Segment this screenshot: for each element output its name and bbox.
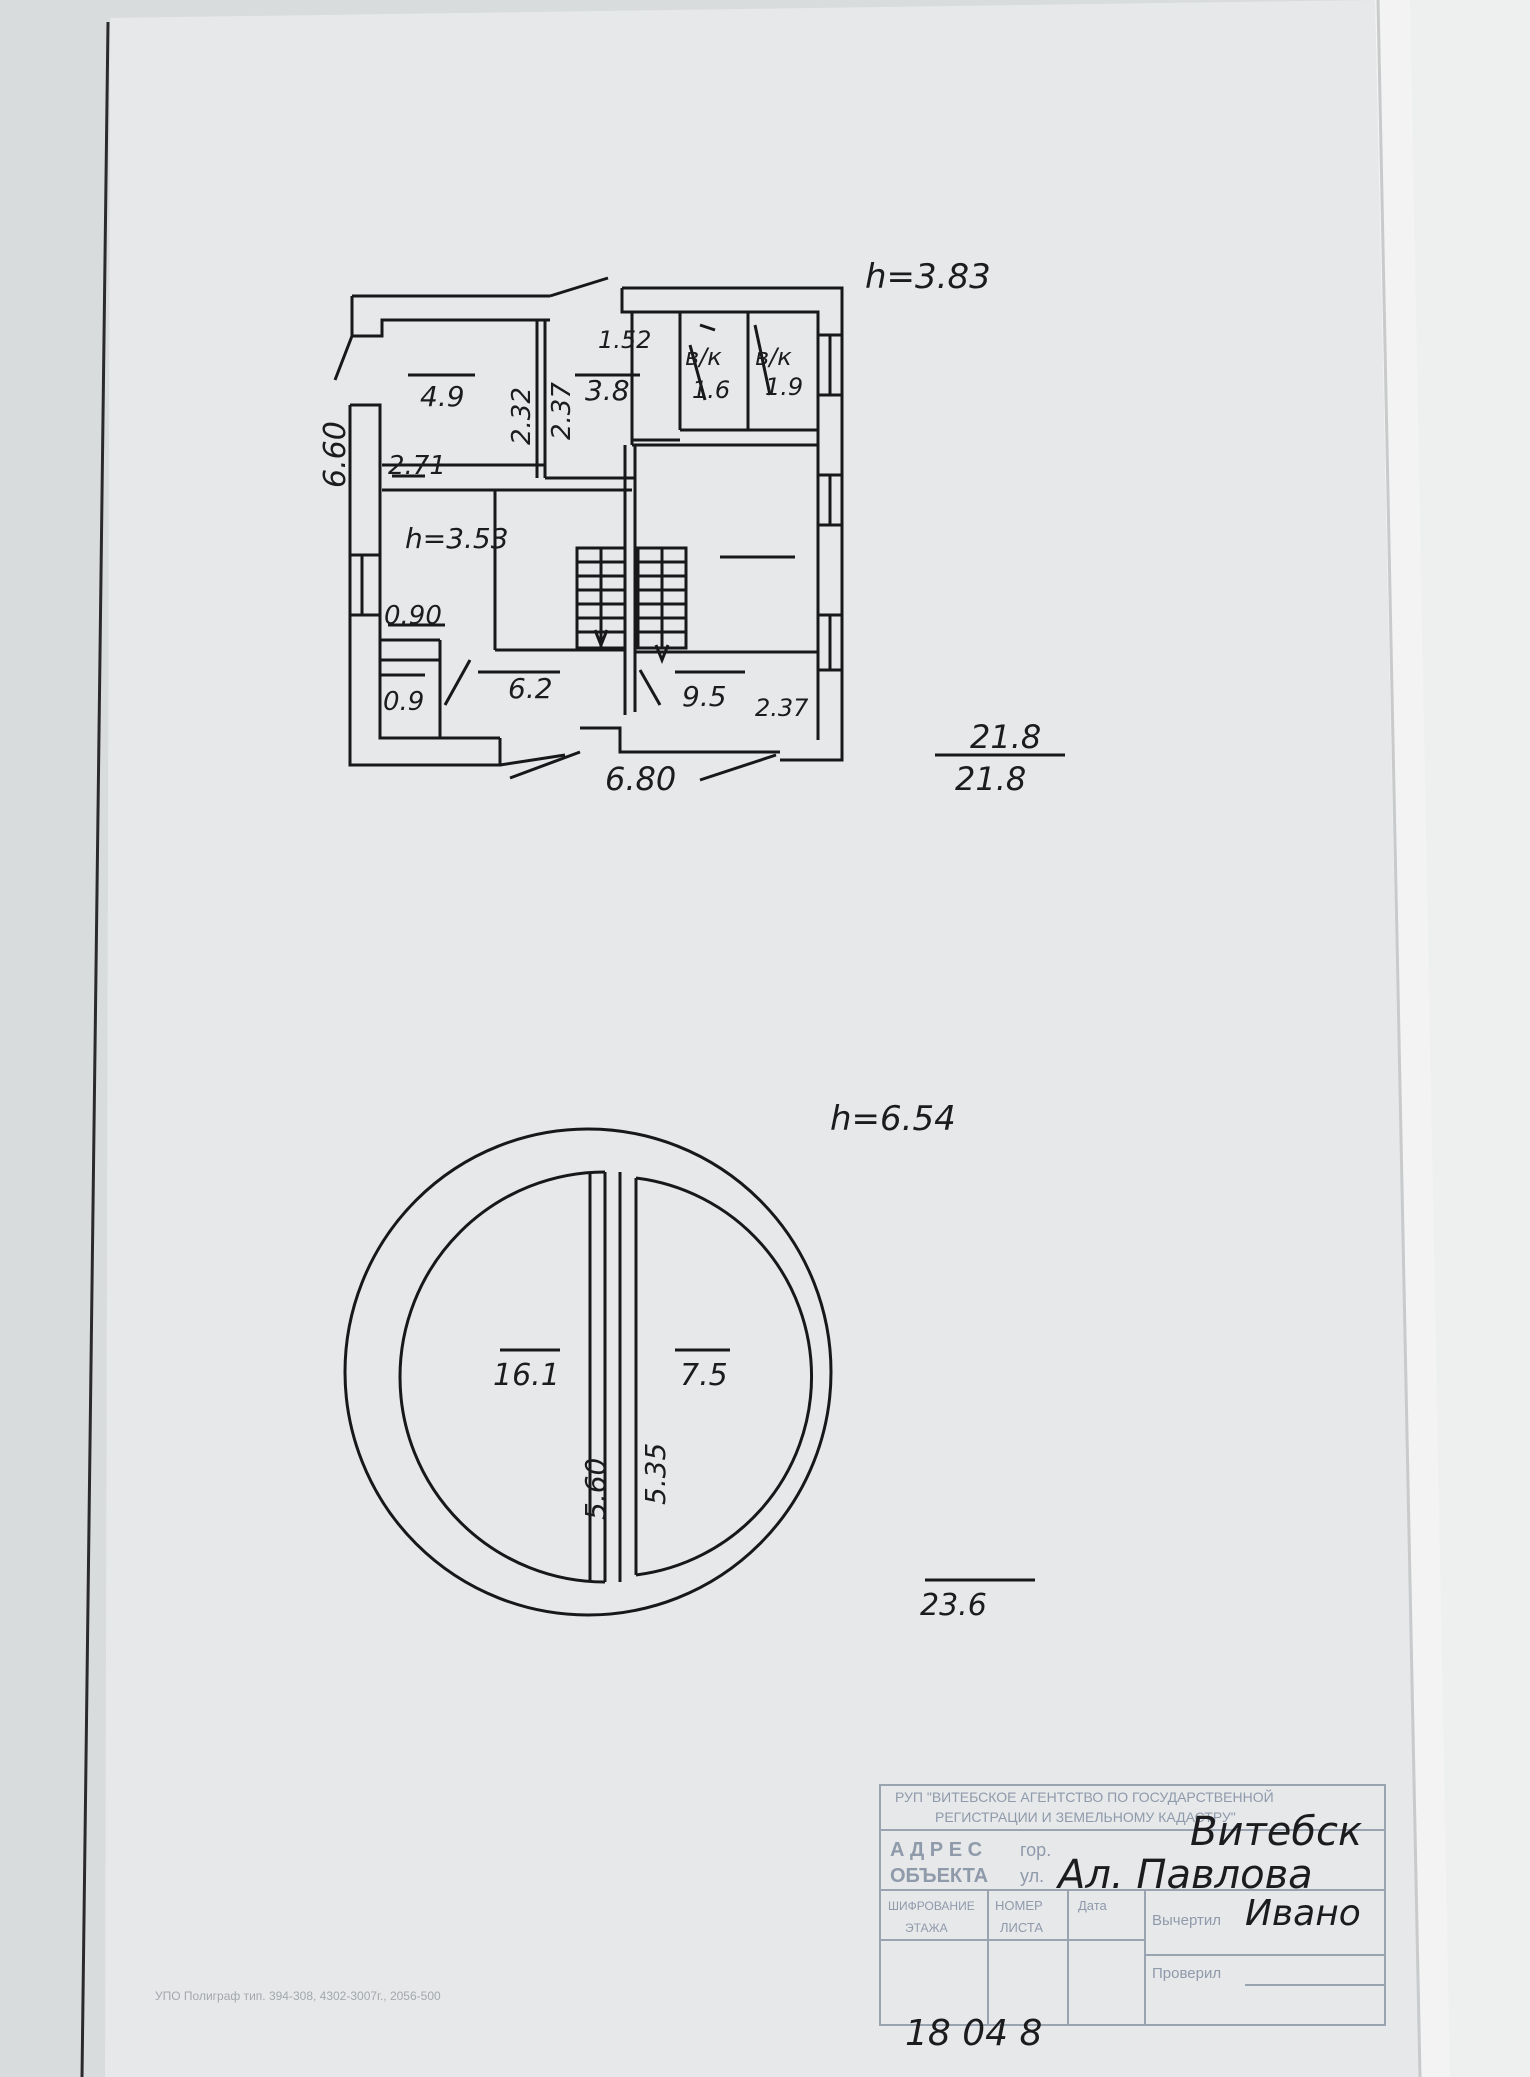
stamp-city-handwritten: Витебск xyxy=(1190,1809,1362,1855)
stamp-floor-label-2: ЭТАЖА xyxy=(905,1921,948,1935)
stamp-checked-label: Проверил xyxy=(1152,1965,1221,1982)
stamp-street-prefix: ул. xyxy=(1020,1866,1044,1886)
stamp-sheet-label-1: НОМЕР xyxy=(995,1898,1043,1913)
dimension-4: 2.71 xyxy=(388,451,446,481)
stamp-address-label-2: ОБЪЕКТА xyxy=(890,1865,988,1887)
stamp-sheet-label-2: ЛИСТА xyxy=(1000,1920,1043,1935)
upper-floor-labels: h=6.54 16.1 7.5 5.60 5.35 23.6 xyxy=(493,1099,987,1623)
upper-dimension-1: 5.60 xyxy=(579,1458,612,1520)
stamp-date-label: Дата xyxy=(1078,1898,1108,1913)
stamp-header-2: РЕГИСТРАЦИИ И ЗЕМЕЛЬНОМУ КАДАСТРУ" xyxy=(935,1809,1236,1825)
ground-total-numerator: 21.8 xyxy=(970,718,1041,756)
dimension-3: 2.37 xyxy=(547,382,577,440)
room-area-3: 1.6 xyxy=(692,376,730,404)
ground-floor-plan xyxy=(333,276,1065,782)
room-label-vk-2: в/к xyxy=(755,343,792,371)
room-area-4: 1.9 xyxy=(765,373,803,401)
ground-floor-labels: h=3.83 4.9 3.8 1.6 1.9 в/к в/к 6.2 9.5 0… xyxy=(318,257,1041,798)
room-label-vk-1: в/к xyxy=(685,343,722,371)
room-area-6: 9.5 xyxy=(682,680,727,713)
ground-total-denominator: 21.8 xyxy=(955,760,1026,798)
dimension-1: 1.52 xyxy=(598,326,651,354)
room-area-7: 0.9 xyxy=(383,687,424,717)
upper-room-area-2: 7.5 xyxy=(680,1358,728,1393)
stamp-drew-handwritten: Ивано xyxy=(1245,1893,1361,1934)
upper-total: 23.6 xyxy=(920,1588,987,1623)
printer-line: УПО Полиграф тип. 394-308, 4302-3007г., … xyxy=(155,1989,441,2003)
dimension-6: 2.37 xyxy=(755,694,809,722)
stamp-address-label-1: А Д Р Е С xyxy=(890,1839,982,1861)
upper-dimension-2: 5.35 xyxy=(639,1443,672,1505)
stamp-city-prefix: гор. xyxy=(1020,1840,1051,1860)
paper-fold xyxy=(1375,0,1450,2077)
inner-height-mark: h=3.53 xyxy=(405,522,509,555)
room-area-2: 3.8 xyxy=(585,374,630,407)
stamp-header-1: РУП "ВИТЕБСКОЕ АГЕНТСТВО ПО ГОСУДАРСТВЕН… xyxy=(895,1788,1274,1805)
stamp-street-handwritten: Ал. Павлова xyxy=(1055,1852,1313,1898)
ground-height-mark: h=3.83 xyxy=(865,257,991,297)
upper-floor-plan xyxy=(343,1127,1035,1617)
upper-height-mark: h=6.54 xyxy=(830,1099,956,1139)
dimension-2: 2.32 xyxy=(507,387,537,445)
upper-room-area-1: 16.1 xyxy=(493,1358,560,1393)
stamp-date-handwritten: 18 04 8 xyxy=(905,2013,1042,2054)
room-area-5: 6.2 xyxy=(508,672,553,705)
paper-sheet xyxy=(105,0,1420,2077)
stamp-floor-label-1: ШИФРОВАНИЕ xyxy=(888,1899,975,1913)
title-stamp: РУП "ВИТЕБСКОЕ АГЕНТСТВО ПО ГОСУДАРСТВЕН… xyxy=(879,1784,1386,2054)
outer-depth: 6.60 xyxy=(318,421,353,488)
frame-left-line xyxy=(80,21,110,2077)
room-area-1: 4.9 xyxy=(420,380,465,413)
stamp-drew-label: Вычертил xyxy=(1152,1912,1221,1929)
outer-width: 6.80 xyxy=(605,760,676,798)
dimension-5: 0.90 xyxy=(384,601,442,631)
